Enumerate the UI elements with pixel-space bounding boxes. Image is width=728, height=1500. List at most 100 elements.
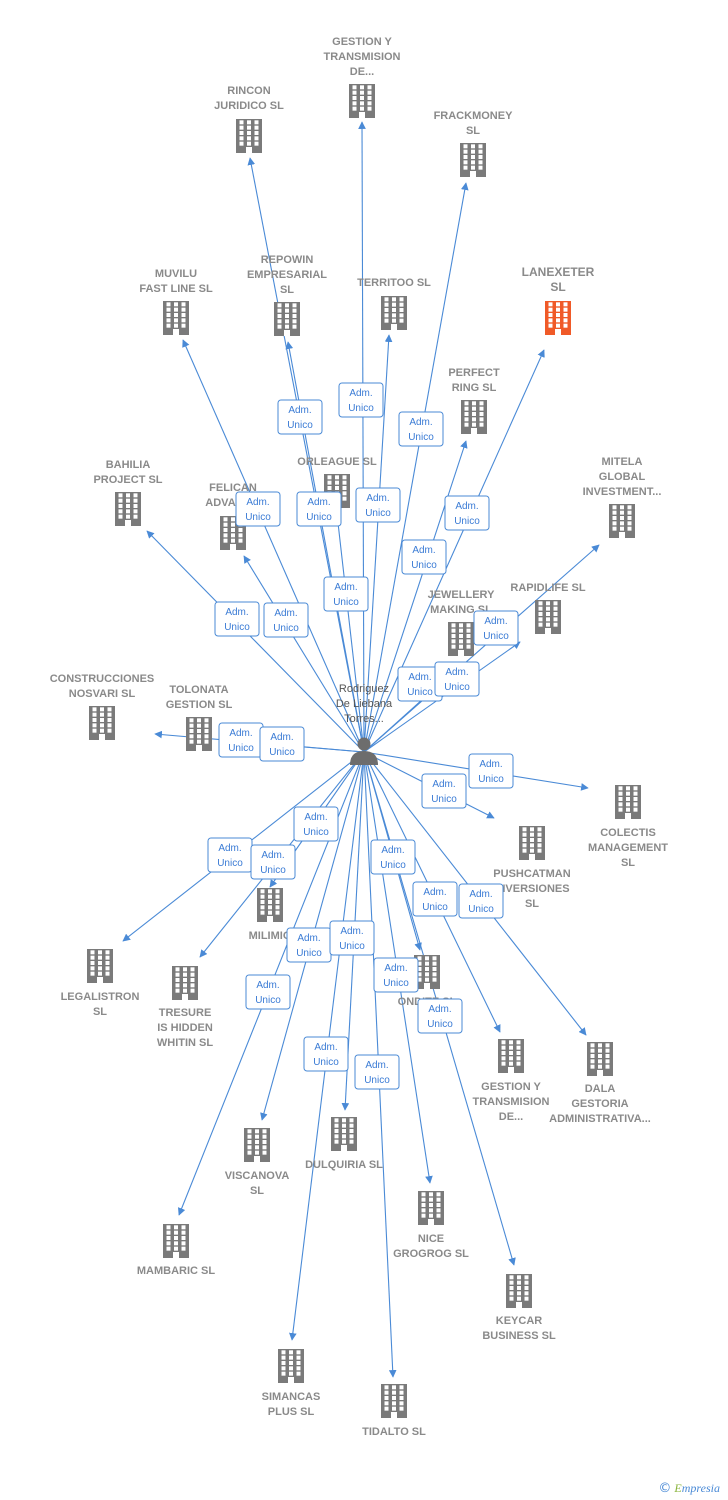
role-label-line-2: Unico (260, 865, 286, 876)
company-label: GLOBAL (599, 471, 646, 483)
role-label-line-1: Adm. (225, 607, 248, 618)
role-label-line-2: Unico (273, 623, 299, 634)
edge-role-label: Adm.Unico (303, 1036, 349, 1072)
company-node-mitela[interactable]: MITELAGLOBALINVESTMENT... (583, 456, 662, 538)
role-label-line-1: Adm. (256, 980, 279, 991)
company-label: MITELA (602, 456, 643, 468)
person-label: Torres... (344, 713, 384, 725)
role-label-line-1: Adm. (366, 493, 389, 504)
company-node-tidalto[interactable]: TIDALTO SL (362, 1384, 426, 1438)
role-label-line-1: Adm. (261, 850, 284, 861)
company-label: SL (93, 1006, 107, 1018)
company-label: LEGALISTRON (61, 991, 140, 1003)
company-label: GESTORIA (571, 1098, 628, 1110)
company-node-territoo[interactable]: TERRITOO SL (357, 277, 431, 330)
role-label-line-1: Adm. (432, 779, 455, 790)
person-label: De Liebana (336, 698, 393, 710)
brand-initial: E (674, 1481, 682, 1495)
building-icon (506, 1274, 532, 1308)
company-node-dala[interactable]: DALAGESTORIAADMINISTRATIVA... (549, 1042, 651, 1125)
role-label-line-2: Unico (245, 512, 271, 523)
role-label-line-1: Adm. (384, 963, 407, 974)
company-node-simancas[interactable]: SIMANCAS PLUS SL (262, 1349, 321, 1418)
building-icon (535, 600, 561, 634)
edge-role-label: Adm.Unico (401, 539, 447, 575)
company-label: VISCANOVA (225, 1170, 290, 1182)
company-label: PLUS SL (268, 1406, 315, 1418)
company-label: SIMANCAS (262, 1391, 321, 1403)
company-label: MANAGEMENT (588, 842, 668, 854)
company-label: NICE (418, 1233, 444, 1245)
edge-bahilia (146, 530, 365, 753)
role-label-line-2: Unico (255, 995, 281, 1006)
company-label: SL (466, 125, 480, 137)
building-icon (448, 622, 474, 656)
company-node-gestion_top[interactable]: GESTION YTRANSMISIONDE... (324, 36, 401, 118)
edge-role-label: Adm.Unico (323, 576, 369, 612)
edge-role-label: Adm.Unico (207, 837, 253, 873)
company-node-rapidlife[interactable]: RAPIDLIFE SL (510, 582, 586, 634)
role-label-line-1: Adm. (229, 728, 252, 739)
company-node-orleague[interactable]: ORLEAGUE SL (297, 456, 377, 508)
company-label: DE... (499, 1111, 523, 1123)
company-label: SL (280, 284, 294, 296)
company-node-dulquiria[interactable]: DULQUIRIA SL (305, 1117, 383, 1171)
brand-name: mpresia (681, 1481, 720, 1495)
role-label-line-1: Adm. (428, 1004, 451, 1015)
company-node-felican[interactable]: FELICANADVANC... (205, 482, 261, 550)
role-label-line-1: Adm. (365, 1060, 388, 1071)
building-icon (587, 1042, 613, 1076)
role-label-line-2: Unico (364, 1075, 390, 1086)
edge-role-label: Adm. Unico (286, 927, 332, 963)
edge-territoo (363, 334, 393, 753)
role-label-line-2: Unico (407, 687, 433, 698)
company-node-gestion_bot[interactable]: GESTION YTRANSMISIONDE... (473, 1039, 550, 1123)
company-label: MUVILU (155, 268, 197, 280)
role-label-line-1: Adm. (304, 812, 327, 823)
empresia-footer: © Empresia (658, 1481, 720, 1496)
company-node-mambaric[interactable]: MAMBARIC SL (137, 1224, 215, 1277)
edge-felican (243, 555, 365, 753)
edge-role-label: Adm.Unico (412, 881, 458, 917)
role-label-line-2: Unico (224, 622, 250, 633)
role-label-line-2: Unico (296, 948, 322, 959)
role-label-line-1: Adm. (349, 388, 372, 399)
company-label: TRANSMISION (473, 1096, 550, 1108)
edge-role-label: Adm.Unico (473, 610, 519, 646)
edge-role-label: Adm.Unico (293, 806, 339, 842)
company-label: TERRITOO SL (357, 277, 431, 289)
company-node-legalistron[interactable]: LEGALISTRON SL (61, 949, 140, 1018)
building-icon (278, 1349, 304, 1383)
building-icon (461, 400, 487, 434)
edge-role-label: Adm.Unico (417, 998, 463, 1034)
edge-role-label: Adm.Unico (259, 726, 305, 762)
company-label: NOSVARI SL (69, 688, 136, 700)
role-label-line-2: Unico (306, 512, 332, 523)
role-label-line-2: Unico (408, 432, 434, 443)
role-label-line-1: Adm. (297, 933, 320, 944)
company-label: SL (525, 898, 539, 910)
copyright-icon: © (658, 1481, 672, 1496)
building-icon (163, 301, 189, 335)
company-node-milimig[interactable]: MILIMIG (249, 888, 292, 942)
edge-role-label: Adm. Unico (250, 844, 296, 880)
company-label: DULQUIRIA SL (305, 1159, 383, 1171)
company-label: SL (621, 857, 635, 869)
